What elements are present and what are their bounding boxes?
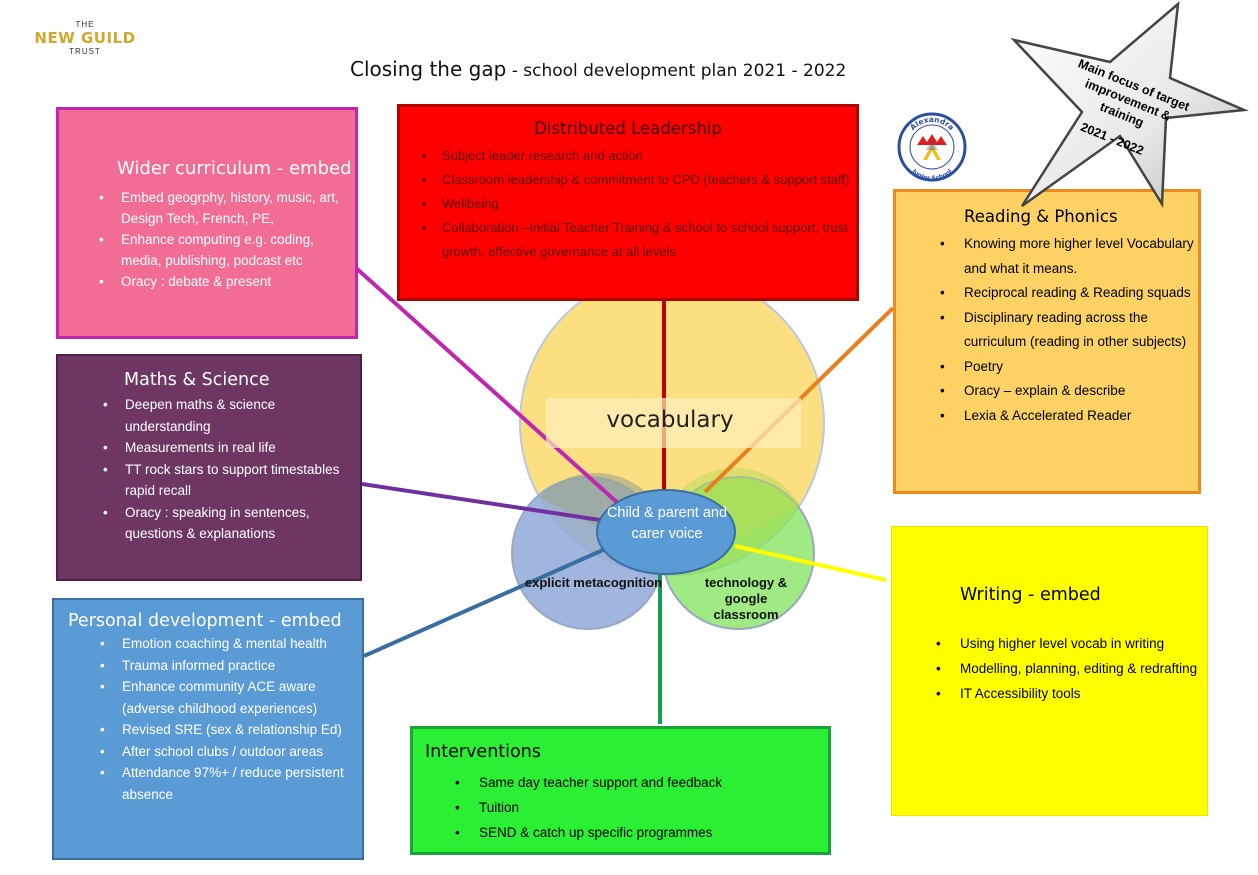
personal-development-title: Personal development - embed (68, 611, 342, 631)
child-voice-label: Child & parent and carer voice (606, 505, 728, 542)
wider-curriculum-title: Wider curriculum - embed (117, 158, 352, 179)
list-item: Emotion coaching & mental health (54, 633, 362, 655)
list-item: Disciplinary reading across the curricul… (896, 306, 1198, 355)
list-item: Using higher level vocab in writing (892, 631, 1207, 656)
list-item: Oracy : speaking in sentences, questions… (58, 502, 360, 545)
wider-curriculum-list: Embed geogrphy, history, music, art, Des… (59, 187, 355, 292)
list-item: TT rock stars to support timestables rap… (58, 459, 360, 502)
list-item: Oracy : debate & present (59, 271, 355, 292)
list-item: Wellbeing (400, 192, 856, 216)
line-writing (734, 544, 887, 582)
personal-development-list: Emotion coaching & mental health Trauma … (54, 633, 362, 805)
title-main: Closing the gap (350, 57, 507, 81)
list-item: Collaboration –Initial Teacher Training … (400, 216, 856, 264)
distributed-leadership-box: Distributed Leadership Subject leader re… (397, 104, 859, 301)
school-badge-logo: Alexandra Junior School A (897, 112, 967, 182)
new-guild-trust-logo: THE NEW GUILD TRUST (30, 20, 140, 56)
list-item: Trauma informed practice (54, 655, 362, 677)
list-item: Knowing more higher level Vocabulary and… (896, 232, 1198, 281)
list-item: Poetry (896, 355, 1198, 380)
list-item: Embed geogrphy, history, music, art, Des… (59, 187, 355, 229)
logo-line-2: NEW GUILD (34, 29, 136, 47)
list-item: Attendance 97%+ / reduce persistent abse… (54, 762, 362, 805)
vocabulary-band (546, 398, 801, 448)
page-title: Closing the gap - school development pla… (350, 57, 846, 81)
logo-line-1: THE (75, 20, 95, 29)
list-item: Revised SRE (sex & relationship Ed) (54, 719, 362, 741)
main-focus-star (1010, 1, 1249, 209)
list-item: Lexia & Accelerated Reader (896, 404, 1198, 429)
list-item: Reciprocal reading & Reading squads (896, 281, 1198, 306)
reading-phonics-title: Reading & Phonics (964, 207, 1118, 226)
metacognition-label: explicit metacognition (524, 575, 663, 590)
list-item: Measurements in real life (58, 437, 360, 459)
interventions-list: Same day teacher support and feedback Tu… (413, 770, 828, 845)
line-maths (361, 482, 601, 522)
list-item: Enhance computing e.g. coding, media, pu… (59, 229, 355, 271)
maths-science-list: Deepen maths & science understanding Mea… (58, 394, 360, 545)
distributed-leadership-list: Subject leader research and action Class… (400, 144, 856, 264)
line-personal (363, 544, 613, 658)
list-item: IT Accessibility tools (892, 681, 1207, 706)
writing-box: Writing - embed Using higher level vocab… (891, 526, 1208, 816)
reading-phonics-list: Knowing more higher level Vocabulary and… (896, 232, 1198, 428)
maths-science-title: Maths & Science (124, 370, 270, 390)
wider-curriculum-box: Wider curriculum - embed Embed geogrphy,… (56, 107, 358, 339)
list-item: Deepen maths & science understanding (58, 394, 360, 437)
list-item: After school clubs / outdoor areas (54, 741, 362, 763)
personal-development-box: Personal development - embed Emotion coa… (52, 598, 364, 860)
list-item: SEND & catch up specific programmes (413, 820, 828, 845)
interventions-box: Interventions Same day teacher support a… (410, 726, 831, 855)
line-wider (354, 266, 622, 507)
list-item: Enhance community ACE aware (adverse chi… (54, 676, 362, 719)
writing-title: Writing - embed (960, 585, 1101, 605)
list-item: Classroom leadership & commitment to CPD… (400, 168, 856, 192)
logo-line-3: TRUST (69, 47, 101, 56)
reading-phonics-box: Reading & Phonics Knowing more higher le… (893, 189, 1201, 494)
vocabulary-label: vocabulary (606, 407, 734, 433)
maths-science-box: Maths & Science Deepen maths & science u… (56, 354, 362, 581)
distributed-leadership-title: Distributed Leadership (534, 119, 722, 138)
child-voice-ellipse (596, 489, 736, 575)
list-item: Oracy – explain & describe (896, 379, 1198, 404)
writing-list: Using higher level vocab in writing Mode… (892, 631, 1207, 706)
interventions-title: Interventions (425, 742, 541, 762)
title-sub: - school development plan 2021 - 2022 (506, 61, 847, 81)
list-item: Same day teacher support and feedback (413, 770, 828, 795)
technology-label: technology & google classroom (704, 575, 788, 622)
list-item: Tuition (413, 795, 828, 820)
list-item: Modelling, planning, editing & redraftin… (892, 656, 1207, 681)
list-item: Subject leader research and action (400, 144, 856, 168)
